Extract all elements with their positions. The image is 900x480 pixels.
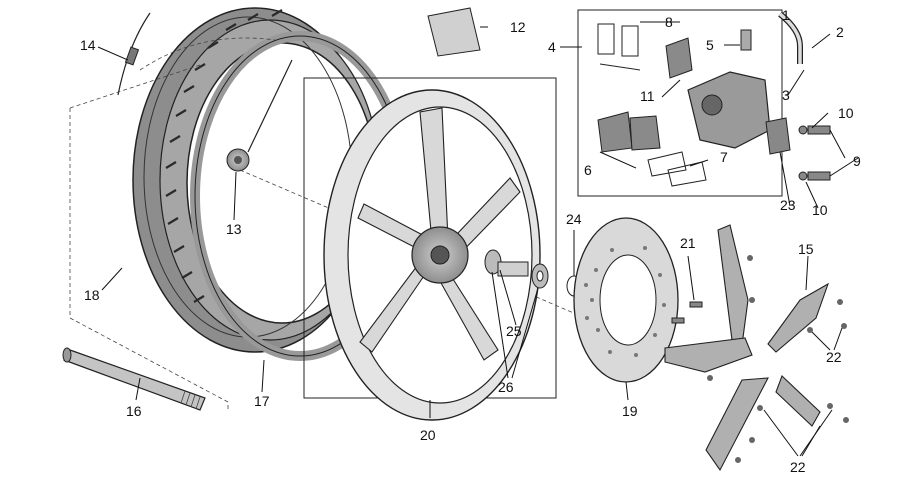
fender-pieces <box>664 224 830 472</box>
label-part-21: 21 <box>680 235 696 251</box>
exploded-boundary-top <box>69 64 201 109</box>
label-part-23: 23 <box>780 197 796 213</box>
label-part-17: 17 <box>254 393 270 409</box>
label-part-7: 7 <box>720 149 728 165</box>
brake-caliper <box>687 71 771 149</box>
label-part-6: 6 <box>584 162 592 178</box>
label-part-1: 1 <box>782 7 790 23</box>
label-part-25: 25 <box>506 323 522 339</box>
caliper-box <box>577 9 783 197</box>
label-part-13: 13 <box>226 221 242 237</box>
label-part-24: 24 <box>566 211 582 227</box>
pad-springs <box>647 151 707 187</box>
brake-pads <box>597 37 693 153</box>
label-part-18: 18 <box>84 287 100 303</box>
brake-disc <box>573 217 679 383</box>
label-part-10a: 10 <box>838 105 854 121</box>
label-part-22b: 22 <box>790 459 806 475</box>
disc-bolts <box>671 301 703 324</box>
brake-hose <box>778 11 803 64</box>
valve-part <box>226 59 293 172</box>
label-part-19: 19 <box>622 403 638 419</box>
exploded-boundary <box>69 108 229 410</box>
valve-cable <box>117 12 276 96</box>
label-part-16: 16 <box>126 403 142 419</box>
label-part-26: 26 <box>498 379 514 395</box>
label-part-22a: 22 <box>826 349 842 365</box>
label-part-10b: 10 <box>812 202 828 218</box>
axle <box>62 347 206 411</box>
leader-lines <box>97 21 859 457</box>
label-part-14: 14 <box>80 37 96 53</box>
label-part-4: 4 <box>548 39 556 55</box>
pad-pins <box>597 23 641 71</box>
hardware-bag <box>427 7 481 57</box>
part-labels: 1 2 3 4 5 6 7 8 9 10 10 11 12 13 14 15 1… <box>80 7 861 475</box>
bearing-spacer <box>484 249 582 297</box>
label-part-20: 20 <box>420 427 436 443</box>
label-part-2: 2 <box>836 24 844 40</box>
fender-screws <box>707 255 849 463</box>
label-part-15: 15 <box>798 241 814 257</box>
label-part-3: 3 <box>782 87 790 103</box>
bleed-valve <box>740 29 752 51</box>
label-part-11: 11 <box>640 88 655 104</box>
label-part-8: 8 <box>665 14 673 30</box>
label-part-12: 12 <box>510 19 526 35</box>
caliper-bolts <box>765 117 831 181</box>
label-part-5: 5 <box>706 37 714 53</box>
wheel-rim <box>323 89 541 421</box>
label-part-9: 9 <box>853 153 861 169</box>
